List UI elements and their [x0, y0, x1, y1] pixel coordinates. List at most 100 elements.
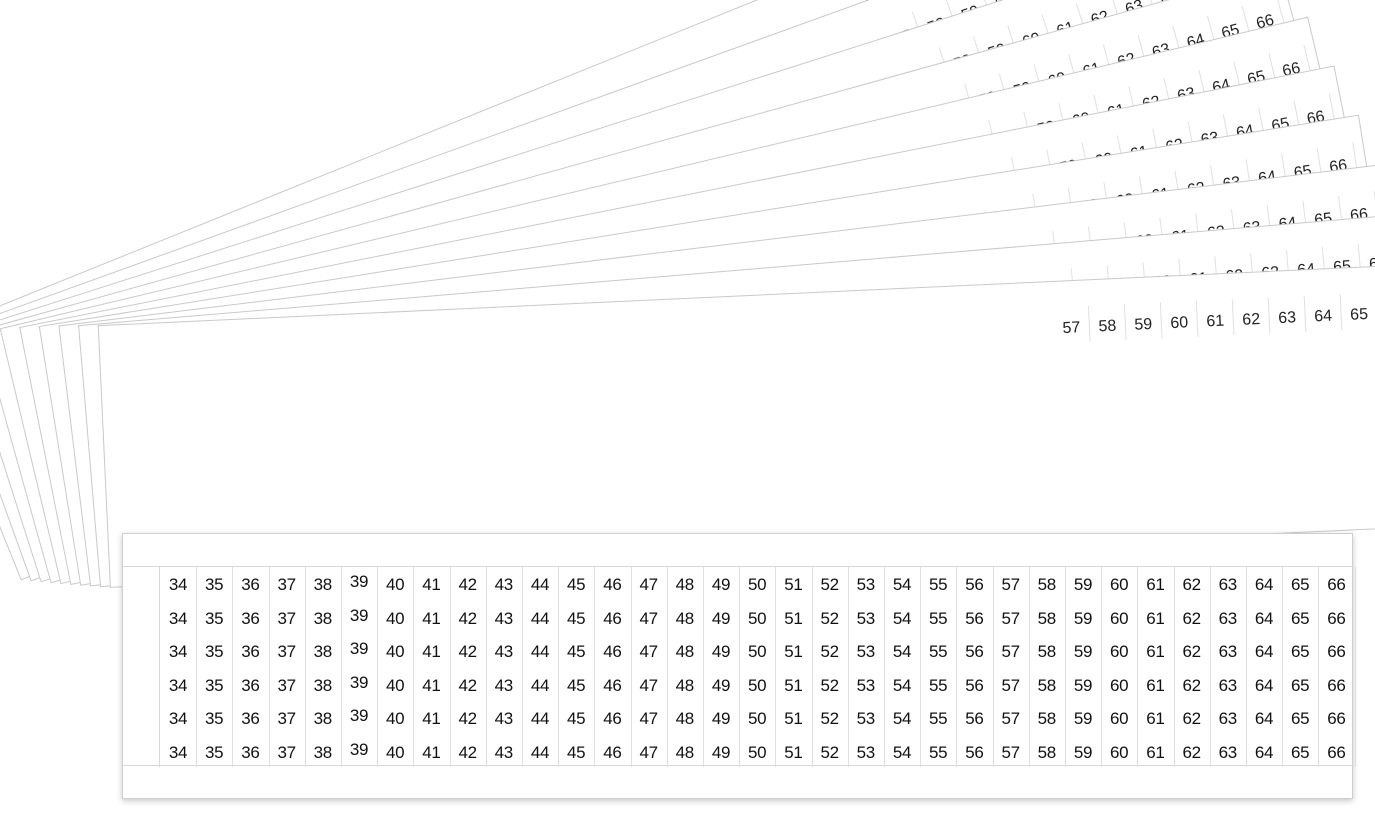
marker-number: 55	[929, 608, 948, 628]
back-sheet-divider	[911, 11, 926, 46]
back-sheet-divider	[1123, 222, 1130, 259]
marker-number: 55	[929, 709, 948, 728]
marker-number: 55	[929, 575, 948, 594]
marker-number: 46	[603, 608, 622, 628]
marker-number: 61	[1146, 742, 1165, 762]
marker-number: 58	[1037, 642, 1057, 661]
marker-number: 39	[349, 739, 369, 759]
back-sheet-paper	[78, 213, 1375, 588]
marker-number: 50	[748, 642, 767, 661]
back-sheet-number: 58	[1044, 202, 1064, 222]
marker-number: 44	[530, 642, 550, 661]
back-sheet-divider	[1013, 0, 1027, 10]
back-sheet-paper	[38, 114, 1375, 586]
marker-number: 48	[675, 575, 695, 594]
marker-number: 55	[929, 642, 948, 661]
back-sheet-paper	[0, 16, 1369, 585]
back-sheet-number: 64	[1257, 168, 1277, 188]
marker-number: 61	[1146, 608, 1165, 628]
marker-number: 36	[241, 742, 260, 762]
marker-number: 60	[1110, 709, 1129, 728]
back-sheet-divider	[1172, 25, 1183, 61]
marker-number: 54	[892, 608, 912, 628]
marker-number: 38	[313, 575, 333, 594]
marker-number: 44	[530, 675, 550, 695]
marker-number: 45	[567, 675, 586, 695]
column-divider	[1065, 567, 1066, 767]
column-divider	[775, 567, 777, 767]
marker-number: 46	[603, 742, 622, 762]
marker-number: 36	[241, 575, 260, 594]
back-sheet-divider	[1068, 54, 1079, 90]
marker-number: 52	[820, 675, 839, 695]
marker-number: 41	[422, 742, 441, 762]
marker-number: 63	[1218, 675, 1238, 695]
back-sheet-number: 59	[1079, 197, 1099, 217]
back-sheet-divider	[1198, 69, 1208, 106]
marker-number: 36	[241, 642, 260, 661]
back-sheet-number: 58	[1098, 318, 1117, 336]
back-sheet-divider	[1206, 15, 1218, 51]
back-sheet-divider	[1067, 187, 1075, 224]
back-sheet-number: 61	[1189, 270, 1208, 288]
marker-number: 57	[1001, 642, 1020, 661]
back-sheet-number: 63	[1261, 264, 1280, 282]
back-sheet-divider	[1075, 3, 1088, 39]
marker-number: 35	[205, 742, 224, 762]
back-sheet-number: 61	[1081, 60, 1103, 81]
marker-number: 64	[1254, 675, 1274, 695]
marker-number: 59	[1073, 709, 1093, 728]
marker-number: 66	[1327, 575, 1346, 594]
back-sheet-number: 57	[942, 98, 964, 119]
back-sheet-number: 62	[1206, 223, 1226, 242]
marker-number: 36	[241, 608, 260, 628]
marker-number: 45	[567, 575, 586, 594]
back-sheet-number: 57	[1008, 208, 1028, 228]
marker-number: 60	[1110, 675, 1129, 695]
marker-number: 46	[603, 675, 622, 695]
back-sheet-divider	[1010, 156, 1019, 193]
marker-number: 49	[711, 575, 731, 594]
marker-number: 38	[313, 742, 333, 762]
back-sheet-number: 57	[1046, 282, 1065, 300]
back-sheet-divider	[1174, 170, 1182, 207]
marker-number: 41	[422, 608, 441, 628]
marker-number: 40	[386, 608, 405, 628]
back-sheet-number: 65	[1350, 306, 1369, 324]
marker-number: 34	[168, 742, 188, 762]
column-divider	[268, 567, 270, 767]
back-sheet-divider	[1231, 299, 1235, 336]
marker-number: 54	[892, 642, 912, 661]
marker-number: 63	[1218, 608, 1238, 628]
marker-number: 49	[711, 675, 731, 695]
column-divider	[1028, 567, 1030, 767]
column-divider	[630, 567, 632, 767]
marker-number: 51	[784, 675, 803, 695]
back-sheet-number: 61	[1150, 185, 1170, 205]
marker-number: 37	[277, 642, 296, 661]
back-sheet-number: 58	[977, 89, 999, 110]
back-sheet-number: 66	[1281, 60, 1302, 81]
marker-number: 44	[530, 575, 550, 594]
marker-number: 37	[277, 709, 296, 728]
marker-number: 57	[1001, 575, 1020, 594]
back-sheet-divider	[979, 0, 993, 22]
marker-number: 44	[530, 709, 550, 728]
back-sheet-number: 58	[925, 15, 948, 37]
marker-number: 34	[168, 608, 188, 628]
back-sheet-divider	[1357, 244, 1362, 281]
column-divider	[232, 567, 234, 767]
marker-number: 49	[711, 709, 731, 728]
marker-number: 39	[349, 572, 369, 591]
marker-number: 34	[168, 575, 188, 594]
marker-number: 47	[639, 642, 658, 661]
marker-number: 51	[784, 608, 803, 628]
column-divider	[558, 567, 560, 767]
back-sheet-number: 65	[1293, 162, 1313, 182]
back-sheet-number: 60	[993, 0, 1016, 12]
back-sheet-divider	[1286, 250, 1291, 287]
marker-number: 51	[784, 709, 803, 728]
back-sheet-number: 64	[1211, 76, 1232, 97]
marker-number: 44	[530, 608, 550, 628]
back-sheet-divider	[1268, 53, 1278, 89]
